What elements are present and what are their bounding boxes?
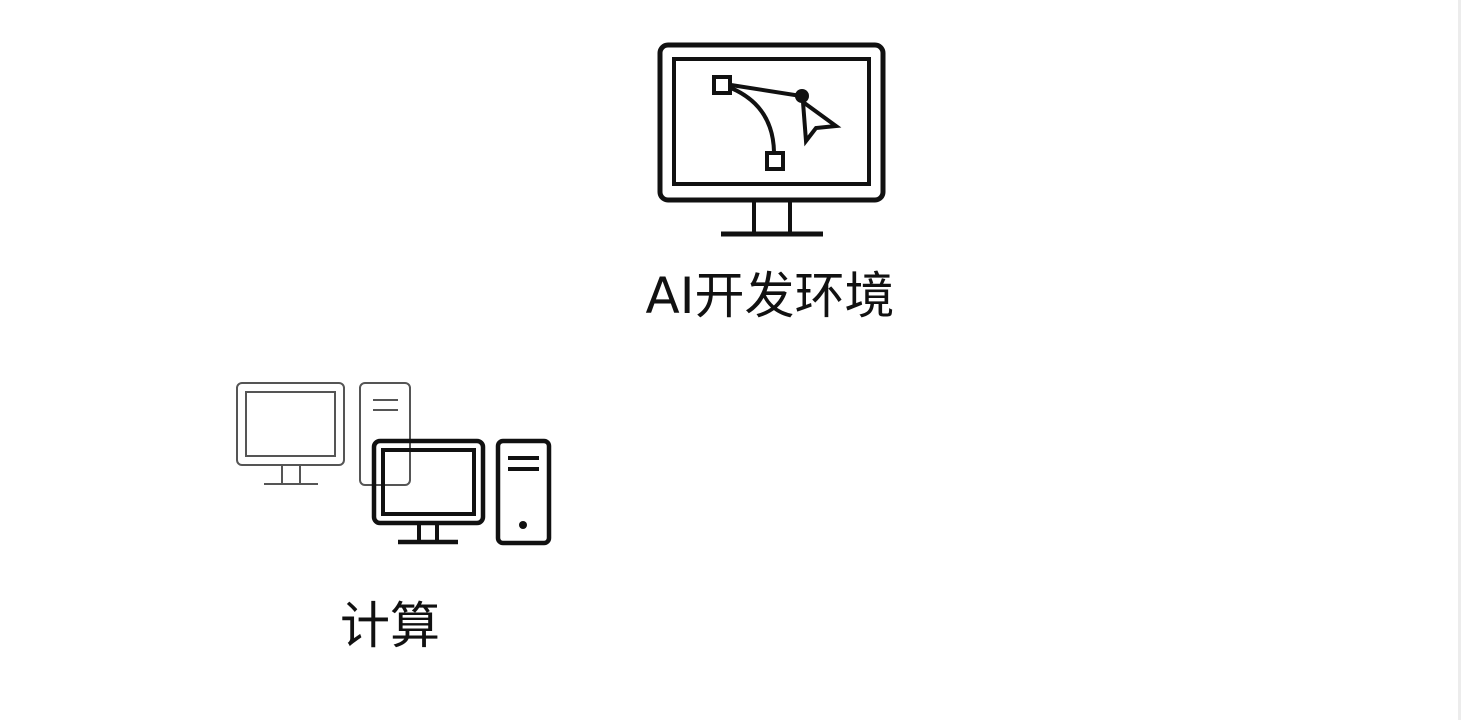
ai-env-node	[655, 40, 889, 240]
compute-node	[234, 380, 554, 550]
ai-env-label: AI开发环境	[645, 267, 895, 325]
right-edge-divider	[1458, 0, 1461, 720]
compute-label: 计算	[340, 597, 440, 655]
desktop-computers-icon	[236, 382, 552, 546]
monitor-bezier-pen-icon	[657, 42, 886, 237]
